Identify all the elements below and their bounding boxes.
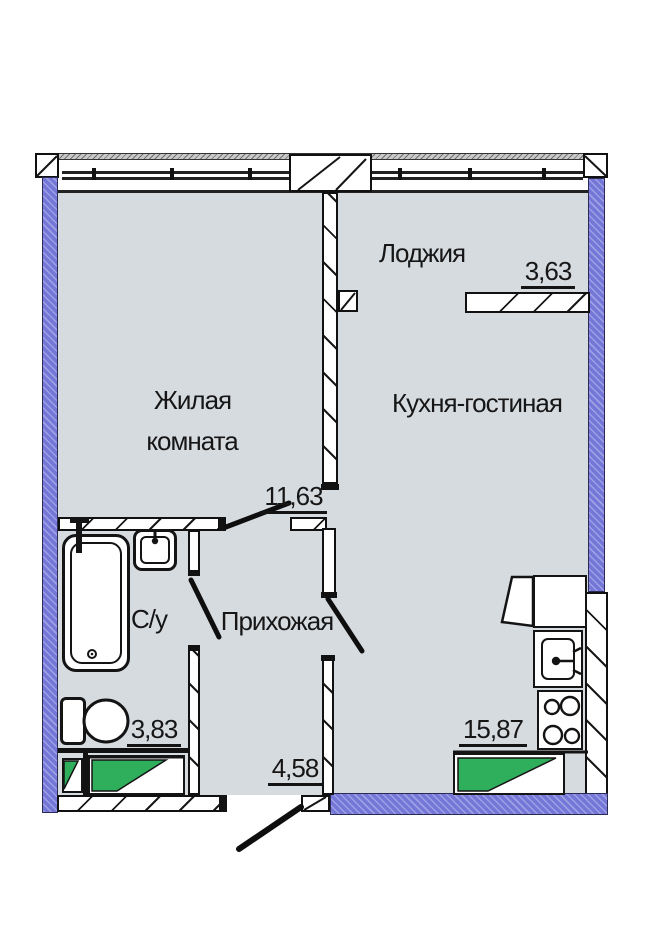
- window-pier: [289, 154, 372, 192]
- window-mullion: [92, 168, 96, 180]
- room-label-hallway: Прихожая: [220, 606, 334, 636]
- wall-hall-kitchen-lower: [322, 655, 334, 795]
- kitchen-sink-inner: [541, 638, 575, 680]
- window-mullion: [542, 168, 546, 180]
- area-kitchen: 15,87: [452, 714, 534, 748]
- area-living: 11,63: [256, 481, 331, 515]
- wall-end-cap: [188, 645, 200, 651]
- stub-diagonal: [340, 292, 356, 311]
- room-label-loggia: Лоджия: [378, 238, 466, 268]
- room-label-living-2: комната: [146, 426, 238, 456]
- fridge-counter: [533, 575, 587, 628]
- corner-diagonal: [36, 155, 58, 177]
- bathtub-inner: [70, 542, 122, 664]
- door-kitchen: [325, 596, 365, 654]
- tub-drain: [87, 649, 97, 659]
- area-loggia: 3,63: [508, 256, 588, 290]
- wall-end-cap: [188, 570, 200, 576]
- wall-hall-stub: [290, 517, 327, 531]
- wall-end-cap: [321, 592, 337, 598]
- wall-end-cap: [219, 795, 227, 812]
- room-label-kitchen: Кухня-гостиная: [392, 388, 563, 418]
- fridge-icon: [500, 575, 535, 628]
- door-entrance: [236, 804, 304, 852]
- area-bathroom: 3,83: [119, 714, 189, 748]
- exterior-wall-left: [42, 177, 58, 813]
- wall-end-cap: [321, 655, 335, 661]
- tub-faucet-icon: [70, 517, 89, 553]
- room-label-bathroom: С/у: [131, 604, 168, 634]
- toilet-bowl: [82, 698, 130, 744]
- sill-divider: [83, 752, 88, 795]
- window-mullion: [398, 168, 402, 180]
- pier-diagonal: [335, 158, 367, 191]
- wall-living-kitchen: [322, 192, 338, 484]
- corner-diagonal: [584, 155, 607, 177]
- pier-diagonal: [297, 156, 341, 191]
- room-label-living-1: Жилая: [153, 385, 232, 415]
- door-living-room: [223, 500, 292, 530]
- stove-burners: [542, 695, 581, 746]
- window-mullion: [170, 168, 174, 180]
- bathroom-bottom-line: [58, 748, 190, 753]
- exterior-wall-bottom: [330, 793, 608, 815]
- wall-end-cap: [321, 484, 339, 490]
- window-mullion: [248, 168, 252, 180]
- green-sill-wedge: [63, 760, 80, 790]
- green-sill-wedge: [91, 759, 169, 792]
- green-sill-wedge: [457, 757, 557, 792]
- jamb-diagonal: [303, 796, 327, 811]
- wall-right-lower: [585, 592, 608, 795]
- bathtub-icon: [62, 534, 130, 672]
- wall-end-cap: [218, 517, 226, 531]
- wall-bottom-left: [57, 795, 222, 812]
- door-bathroom: [188, 577, 222, 640]
- loggia-partition-hatch: [485, 294, 588, 311]
- exterior-wall-right: [588, 178, 605, 592]
- window-mullion: [468, 168, 472, 180]
- area-hallway: 4,58: [260, 753, 330, 787]
- loggia-partition: [465, 292, 590, 313]
